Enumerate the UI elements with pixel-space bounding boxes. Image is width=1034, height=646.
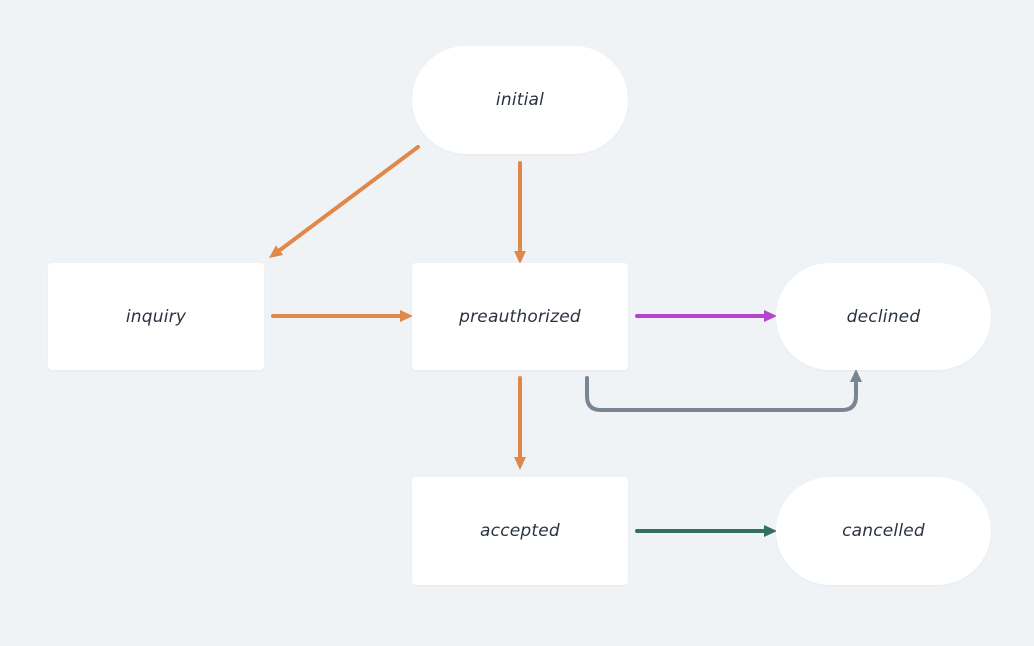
state-accepted[interactable]: accepted bbox=[412, 477, 628, 585]
state-declined[interactable]: declined bbox=[776, 263, 991, 370]
edge-initial-to-preauthorized bbox=[514, 161, 526, 264]
state-accepted-label: accepted bbox=[480, 521, 560, 541]
edge-inquiry-to-preauthorized bbox=[271, 310, 413, 322]
state-initial[interactable]: initial bbox=[412, 46, 628, 154]
state-initial-label: initial bbox=[495, 90, 545, 110]
state-cancelled-label: cancelled bbox=[842, 521, 925, 541]
edge-preauthorized-to-declined bbox=[635, 310, 777, 322]
edge-preauthorized-to-declined-auto bbox=[585, 369, 862, 412]
state-preauthorized-label: preauthorized bbox=[459, 306, 581, 327]
edge-accepted-to-cancelled bbox=[635, 525, 777, 537]
state-inquiry[interactable]: inquiry bbox=[48, 263, 264, 370]
state-cancelled[interactable]: cancelled bbox=[776, 477, 991, 585]
edge-preauthorized-to-accepted bbox=[514, 376, 526, 470]
edge-initial-to-inquiry bbox=[269, 145, 420, 258]
state-preauthorized[interactable]: preauthorized bbox=[412, 263, 628, 370]
state-declined-label: declined bbox=[846, 306, 921, 327]
state-inquiry-label: inquiry bbox=[125, 306, 187, 327]
